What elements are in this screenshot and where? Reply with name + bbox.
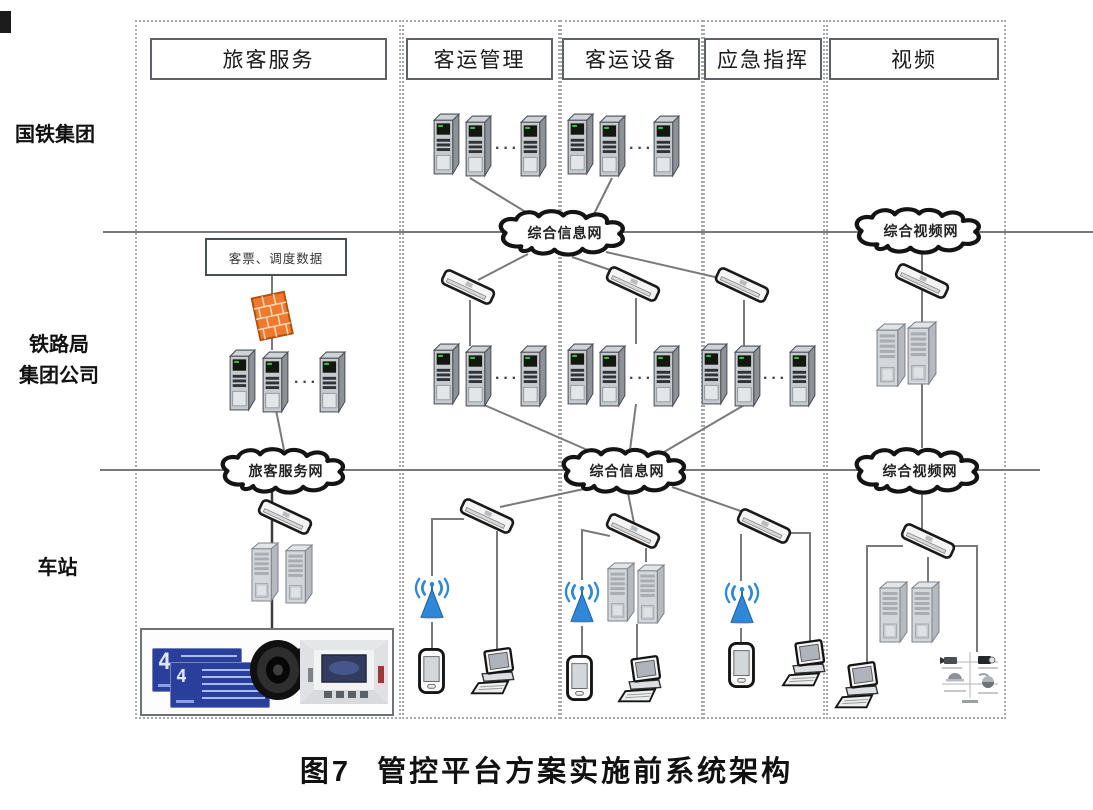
ellipsis-separator: ··· — [495, 370, 520, 387]
workstation-icon — [834, 660, 879, 709]
server-icon — [599, 345, 626, 407]
server-icon — [567, 113, 594, 175]
wireless-ap-icon — [564, 581, 600, 625]
column-passenger-mgmt — [402, 20, 560, 719]
header-emergency-command: 应急指挥 — [704, 38, 822, 80]
handheld-terminal-icon — [728, 641, 755, 689]
server-gray-icon — [251, 542, 279, 602]
cloud-label: 综合视频网 — [883, 223, 959, 239]
header-label: 视频 — [891, 49, 937, 72]
led-sideband — [158, 684, 176, 687]
station-equipment-box: 4 4 — [140, 628, 394, 716]
server-icon — [262, 351, 289, 413]
network-cloud-video-top: 综合视频网 — [851, 206, 991, 256]
wireless-ap-icon — [414, 577, 450, 621]
server-icon — [789, 345, 816, 407]
row-label-national-group: 国铁集团 — [15, 124, 95, 146]
server-gray-icon — [907, 321, 937, 385]
server-icon — [701, 343, 728, 405]
cloud-label: 综合信息网 — [527, 225, 603, 241]
row-label-line: 铁路局 — [29, 334, 89, 356]
network-cloud-info-top: 综合信息网 — [495, 208, 635, 258]
header-label: 旅客服务 — [222, 49, 315, 72]
firewall-icon — [250, 290, 294, 342]
ticket-dispatch-data-box: 客票、调度数据 — [205, 238, 347, 276]
wireless-ap-icon — [724, 582, 760, 626]
figure-number: 图7 — [299, 756, 352, 788]
server-icon — [567, 343, 594, 405]
server-gray-icon — [607, 562, 635, 622]
server-gray-icon — [879, 581, 908, 643]
handheld-terminal-icon — [566, 654, 593, 702]
figure-title: 管控平台方案实施前系统架构 — [377, 756, 794, 788]
server-icon — [465, 345, 492, 407]
server-icon — [520, 345, 547, 407]
server-icon — [734, 345, 761, 407]
network-cloud-video-mid: 综合视频网 — [851, 446, 989, 496]
header-video: 视频 — [829, 38, 999, 80]
cloud-label: 旅客服务网 — [248, 463, 324, 479]
workstation-icon — [470, 646, 515, 695]
workstation-icon — [781, 638, 826, 687]
server-icon — [465, 115, 492, 177]
server-icon — [653, 345, 680, 407]
header-passenger-mgmt: 客运管理 — [406, 38, 553, 80]
server-icon — [520, 115, 547, 177]
server-icon — [599, 115, 626, 177]
station-hall-image — [299, 639, 389, 705]
server-gray-icon — [876, 323, 906, 387]
ellipsis-separator: ··· — [294, 374, 319, 391]
header-label: 应急指挥 — [717, 49, 809, 72]
server-icon — [433, 343, 460, 405]
header-passenger-equipment: 客运设备 — [562, 38, 700, 80]
header-label: 客运管理 — [433, 49, 526, 72]
led-number: 4 — [158, 650, 172, 675]
ellipsis-separator: ··· — [763, 370, 788, 387]
scan-artifact — [0, 11, 11, 33]
handheld-terminal-icon — [418, 647, 445, 695]
network-cloud-info-mid: 综合信息网 — [558, 446, 696, 496]
ellipsis-separator: ··· — [629, 140, 654, 157]
ellipsis-separator: ··· — [495, 140, 520, 157]
server-icon — [433, 113, 460, 175]
column-video — [826, 20, 1006, 719]
server-icon — [229, 349, 256, 411]
cloud-label: 综合视频网 — [882, 463, 958, 479]
led-sideband — [176, 700, 194, 703]
row-label-station: 车站 — [37, 557, 78, 579]
ellipsis-separator: ··· — [629, 370, 654, 387]
header-passenger-service: 旅客服务 — [150, 38, 387, 80]
workstation-icon — [617, 654, 662, 703]
header-label: 客运设备 — [585, 49, 677, 72]
row-label-railway-bureau: 铁路局 集团公司 — [0, 330, 118, 392]
server-gray-icon — [911, 581, 940, 643]
cctv-cameras-icon — [939, 651, 999, 704]
server-icon — [319, 351, 346, 413]
server-gray-icon — [637, 564, 665, 624]
network-cloud-passenger-mid: 旅客服务网 — [217, 446, 355, 496]
row-label-line: 集团公司 — [19, 365, 99, 387]
led-number: 4 — [176, 666, 187, 687]
server-icon — [653, 115, 680, 177]
figure-caption: 图7 管控平台方案实施前系统架构 — [0, 748, 1093, 790]
server-gray-icon — [285, 544, 313, 604]
column-passenger-service — [135, 20, 401, 719]
ticket-dispatch-label: 客票、调度数据 — [228, 251, 324, 266]
cloud-label: 综合信息网 — [589, 463, 665, 479]
